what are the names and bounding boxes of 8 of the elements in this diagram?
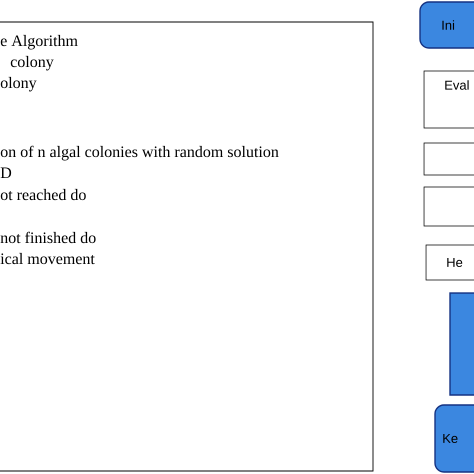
process-box [424,186,474,226]
process-box: Eval [424,70,474,128]
pseudocode-box: e Algorithm colony olony on of n algal colonies with random solution D ot reached do not finished do ical movement [0,22,374,472]
process-box: He [426,244,474,280]
process-box: Ke [434,404,474,473]
process-box [449,292,474,396]
process-box: Ini [419,1,474,49]
process-box [424,142,474,176]
